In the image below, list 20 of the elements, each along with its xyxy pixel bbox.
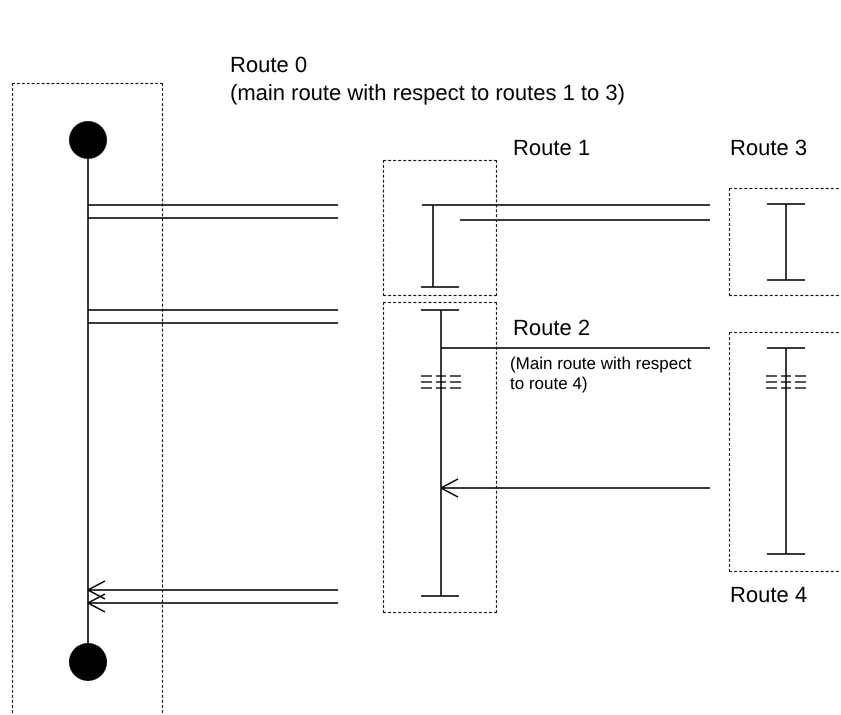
- route-note: (Main route with respect to route 4): [510, 354, 692, 395]
- arrow: [87, 580, 338, 600]
- connector-line: [460, 219, 710, 221]
- arrow: [87, 593, 338, 613]
- route-heading: Route 4: [730, 582, 808, 608]
- connector-line: [87, 159, 89, 643]
- route-heading: Route 0: [230, 52, 308, 78]
- route-note: (main route with respect to routes 1 to 3): [230, 80, 625, 106]
- route-heading: Route 1: [513, 135, 590, 162]
- connector-line: [88, 309, 338, 311]
- end-dot: [69, 643, 107, 681]
- route-heading: Route 3: [730, 135, 808, 162]
- end-dot: [69, 121, 107, 159]
- connector-line: [88, 322, 338, 324]
- connector-line: [88, 204, 338, 206]
- connector-line: [441, 347, 710, 349]
- connector-line: [88, 217, 338, 219]
- arrow: [440, 478, 710, 498]
- connector-line: [469, 204, 710, 206]
- route-heading: Route 2: [513, 315, 590, 342]
